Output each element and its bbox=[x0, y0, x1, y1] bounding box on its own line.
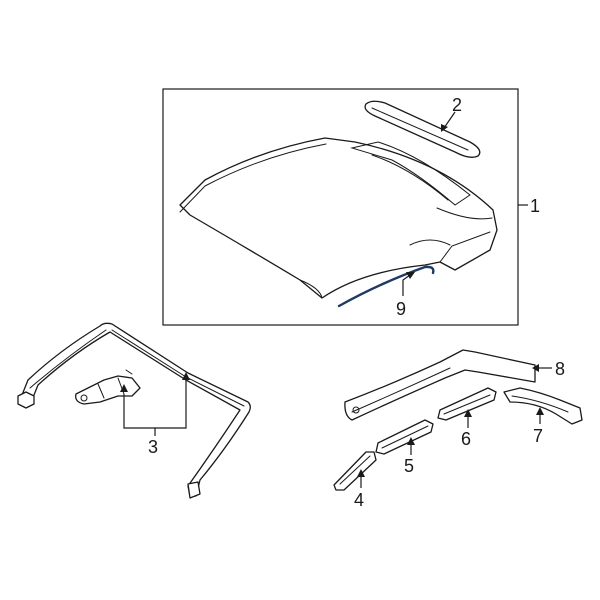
trim-segment-6[interactable] bbox=[437, 387, 497, 421]
callout-7: 7 bbox=[533, 426, 543, 446]
callout-2: 2 bbox=[452, 95, 462, 115]
callout-5: 5 bbox=[404, 456, 414, 476]
callout-6: 6 bbox=[461, 429, 471, 449]
side-rail[interactable] bbox=[344, 349, 536, 421]
callout-1: 1 bbox=[530, 196, 540, 216]
leader-lines bbox=[120, 111, 552, 488]
callout-4: 4 bbox=[354, 490, 364, 510]
trim-segment-5[interactable] bbox=[375, 419, 434, 455]
roof-weatherstrip-highlighted[interactable] bbox=[337, 265, 435, 308]
callout-8: 8 bbox=[555, 359, 565, 379]
trim-segment-4[interactable] bbox=[333, 451, 377, 491]
windshield-frame-seal[interactable] bbox=[17, 322, 251, 499]
rear-corner-trim[interactable] bbox=[503, 387, 583, 425]
latch-bracket[interactable] bbox=[75, 369, 141, 405]
callout-3: 3 bbox=[148, 437, 158, 457]
roof-assembly-frame bbox=[162, 88, 519, 326]
callout-9: 9 bbox=[396, 299, 406, 319]
roof-panel[interactable] bbox=[179, 137, 498, 299]
rear-trim-strip[interactable] bbox=[364, 100, 481, 158]
